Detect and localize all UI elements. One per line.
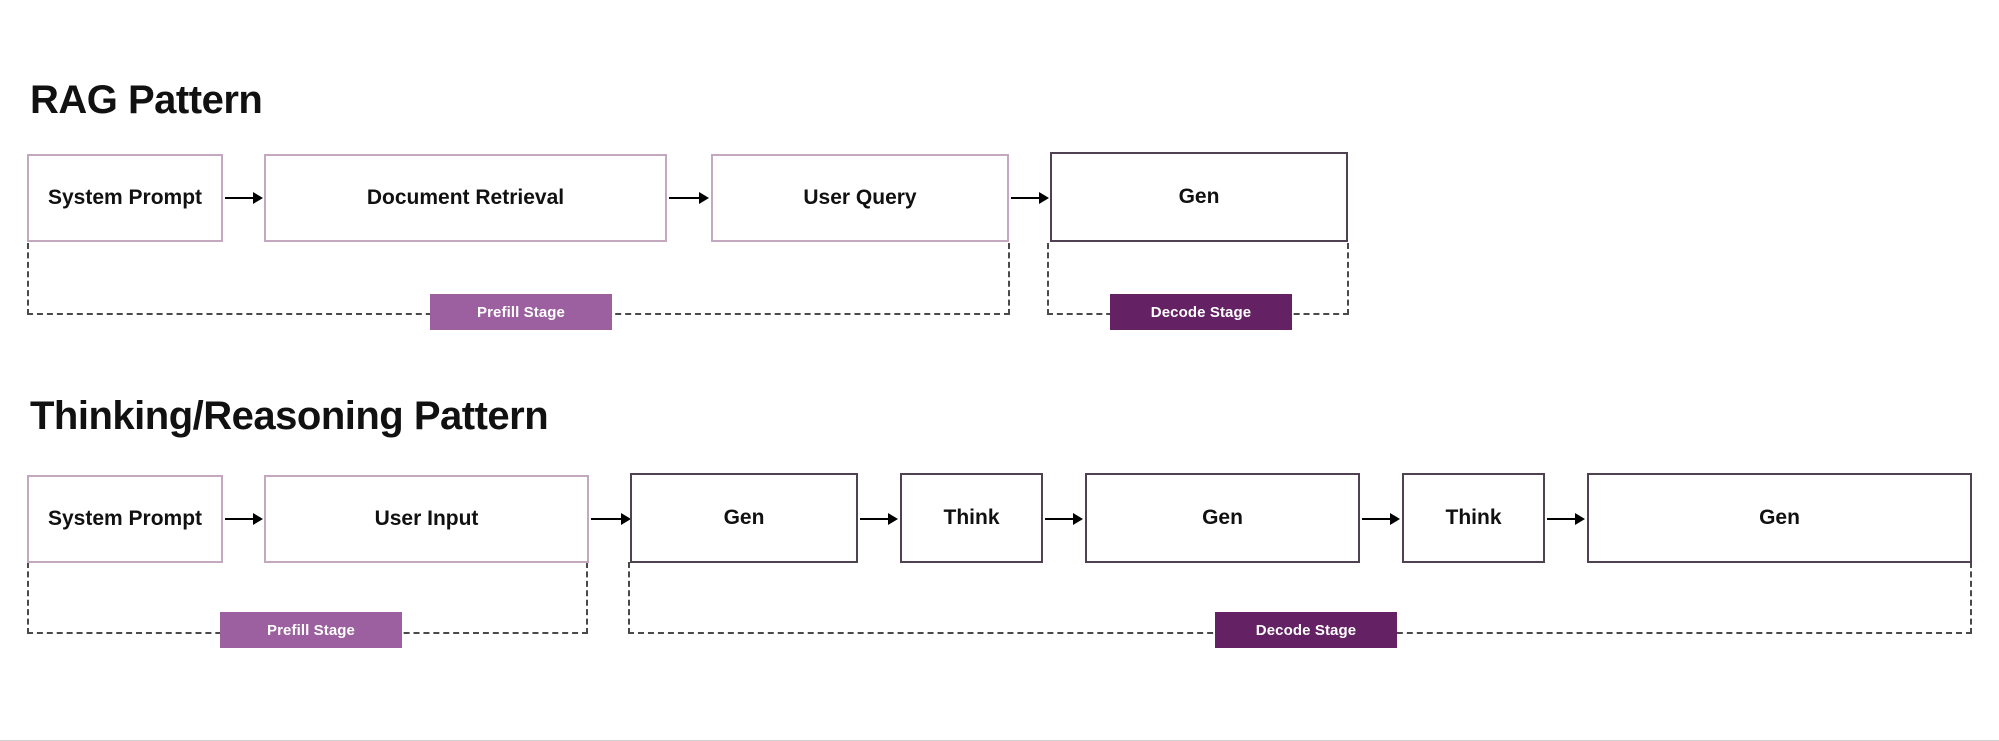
node-label: Think xyxy=(943,506,1000,529)
stage-badge-label: Decode Stage xyxy=(1255,621,1357,639)
stage-badge-label: Prefill Stage xyxy=(267,621,355,639)
node-label: User Input xyxy=(374,507,479,530)
node-label: User Query xyxy=(803,186,917,209)
arrow-think-5 xyxy=(1362,513,1400,525)
arrow-head xyxy=(699,192,709,204)
arrow-shaft xyxy=(1045,518,1073,520)
node-think-think-2[interactable]: Think xyxy=(1402,473,1545,563)
arrow-shaft xyxy=(669,197,699,199)
node-label: Gen xyxy=(1759,506,1800,529)
node-think-think-1[interactable]: Think xyxy=(900,473,1043,563)
node-label: Gen xyxy=(1178,185,1220,208)
node-label: System Prompt xyxy=(47,186,203,209)
arrow-think-2 xyxy=(591,513,631,525)
node-rag-gen[interactable]: Gen xyxy=(1050,152,1348,242)
arrow-shaft xyxy=(225,197,253,199)
arrow-head xyxy=(888,513,898,525)
node-think-gen-1[interactable]: Gen xyxy=(630,473,858,563)
arrow-head xyxy=(253,513,263,525)
arrow-shaft xyxy=(1011,197,1039,199)
arrow-think-1 xyxy=(225,513,263,525)
node-label: Gen xyxy=(1202,506,1243,529)
node-think-user-input[interactable]: User Input xyxy=(264,475,589,563)
node-label: System Prompt xyxy=(47,507,203,530)
arrow-rag-2 xyxy=(669,192,709,204)
arrow-rag-3 xyxy=(1011,192,1049,204)
node-label: Document Retrieval xyxy=(366,186,565,209)
stage-badge-prefill-rag[interactable]: Prefill Stage xyxy=(430,294,612,330)
node-rag-document-retrieval[interactable]: Document Retrieval xyxy=(264,154,667,242)
node-think-gen-2[interactable]: Gen xyxy=(1085,473,1360,563)
stage-badge-decode-thinking[interactable]: Decode Stage xyxy=(1215,612,1397,648)
section-title-rag: RAG Pattern xyxy=(30,78,263,122)
arrow-rag-1 xyxy=(225,192,263,204)
node-rag-user-query[interactable]: User Query xyxy=(711,154,1009,242)
arrow-think-4 xyxy=(1045,513,1083,525)
arrow-head xyxy=(1390,513,1400,525)
arrow-shaft xyxy=(1362,518,1390,520)
arrow-shaft xyxy=(225,518,253,520)
section-title-thinking: Thinking/Reasoning Pattern xyxy=(30,394,549,438)
arrow-shaft xyxy=(591,518,621,520)
arrow-head xyxy=(253,192,263,204)
arrow-think-3 xyxy=(860,513,898,525)
arrow-shaft xyxy=(1547,518,1575,520)
arrow-head xyxy=(1039,192,1049,204)
arrow-head xyxy=(621,513,631,525)
stage-badge-prefill-thinking[interactable]: Prefill Stage xyxy=(220,612,402,648)
arrow-head xyxy=(1575,513,1585,525)
arrow-think-6 xyxy=(1547,513,1585,525)
node-label: Gen xyxy=(723,506,765,529)
stage-badge-label: Prefill Stage xyxy=(477,303,565,321)
node-think-gen-3[interactable]: Gen xyxy=(1587,473,1972,563)
node-think-system-prompt[interactable]: System Prompt xyxy=(27,475,223,563)
arrow-shaft xyxy=(860,518,888,520)
node-label: Think xyxy=(1445,506,1502,529)
stage-badge-decode-rag[interactable]: Decode Stage xyxy=(1110,294,1292,330)
node-rag-system-prompt[interactable]: System Prompt xyxy=(27,154,223,242)
arrow-head xyxy=(1073,513,1083,525)
stage-badge-label: Decode Stage xyxy=(1150,303,1252,321)
